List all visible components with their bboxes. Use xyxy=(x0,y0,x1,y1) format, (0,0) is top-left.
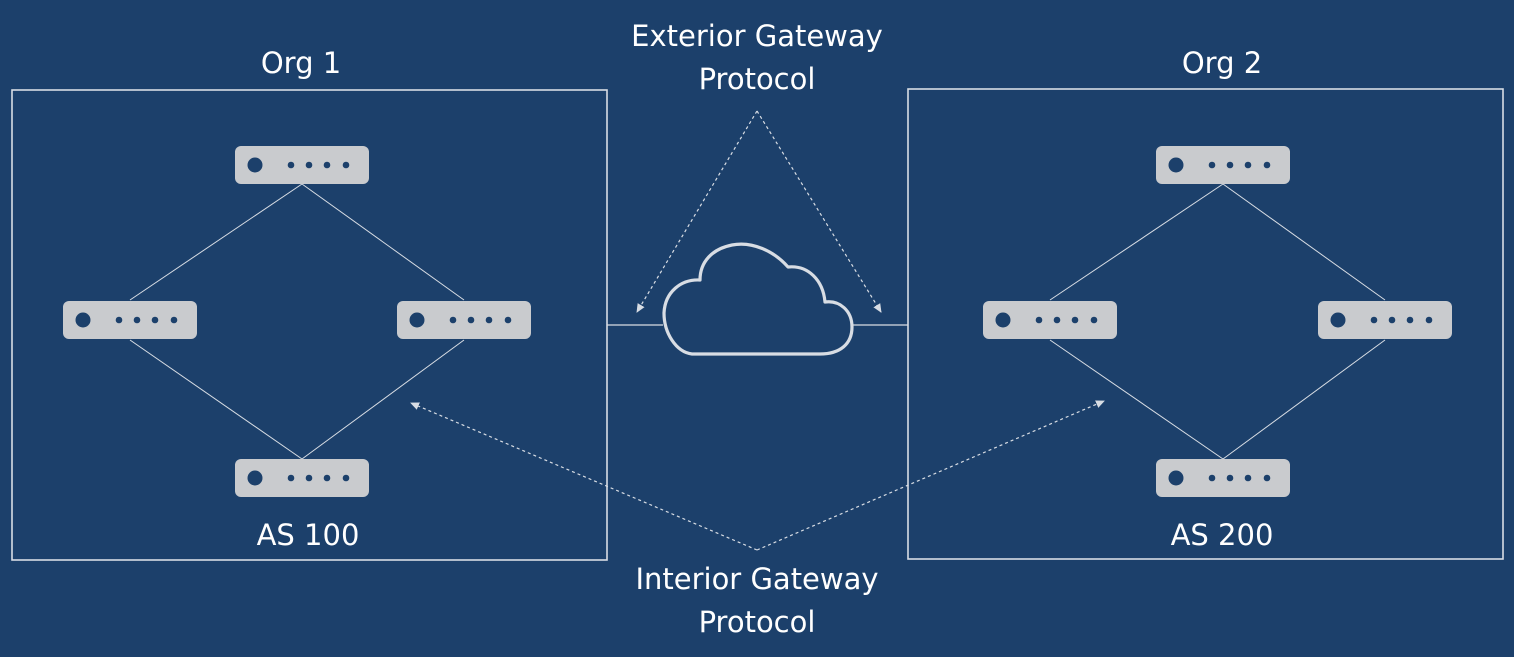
org-2-box xyxy=(907,88,1504,560)
org-2-router-right router-icon xyxy=(1318,301,1452,339)
org-1-router-bottom router-icon xyxy=(235,459,369,497)
cloud-icon xyxy=(662,242,854,356)
org-1-router-top router-icon xyxy=(235,146,369,184)
org-1-router-left router-icon xyxy=(63,301,197,339)
igp-label-line1: Interior Gateway xyxy=(635,562,879,596)
org-1-router-right router-icon xyxy=(397,301,531,339)
egp-label-line2: Protocol xyxy=(698,62,816,96)
igp-arrow-right xyxy=(756,400,1105,551)
org-1-title: Org 1 xyxy=(260,46,342,80)
egp-label-line1: Exterior Gateway xyxy=(631,19,883,53)
org-2-router-left router-icon xyxy=(983,301,1117,339)
igp-label-line2: Protocol xyxy=(698,605,816,639)
org-2-router-bottom router-icon xyxy=(1156,459,1290,497)
as-100-label: AS 100 xyxy=(256,518,360,552)
as-200-label: AS 200 xyxy=(1170,518,1274,552)
org-2-title: Org 2 xyxy=(1181,46,1263,80)
igp-arrow-left xyxy=(410,402,758,551)
routers xyxy=(63,146,1452,497)
org-2-router-top router-icon xyxy=(1156,146,1290,184)
org-1-links xyxy=(129,183,465,460)
org-2-links xyxy=(1049,183,1386,460)
egp-arrow-left xyxy=(636,110,758,313)
